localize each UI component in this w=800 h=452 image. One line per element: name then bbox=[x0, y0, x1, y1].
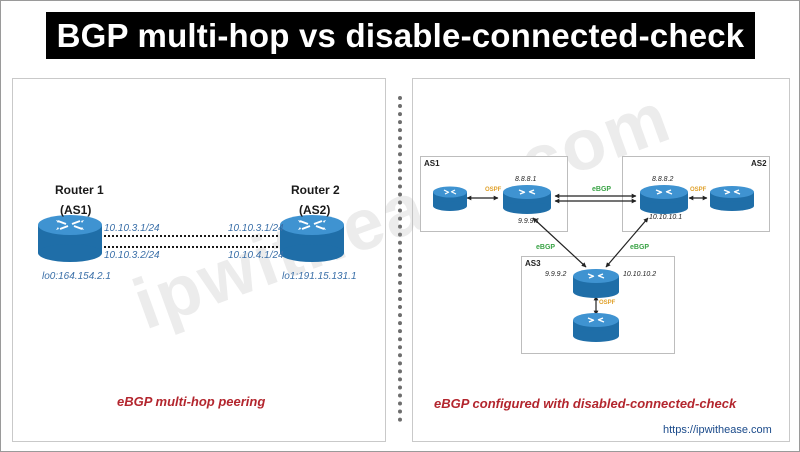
router-2-name: Router 2 bbox=[291, 183, 340, 197]
left-caption: eBGP multi-hop peering bbox=[117, 394, 266, 409]
site-url: https://ipwithease.com bbox=[663, 424, 772, 436]
as2-label: AS2 bbox=[751, 159, 767, 168]
router-1-ip-top: 10.10.3.1/24 bbox=[104, 223, 160, 234]
router-2-as: (AS2) bbox=[299, 203, 331, 217]
router-1-icon bbox=[38, 215, 102, 262]
as3-ip-1010102: 10.10.10.2 bbox=[623, 271, 657, 278]
ebgp-label-left: eBGP bbox=[536, 244, 556, 251]
as3-router-bottom-icon bbox=[573, 313, 619, 342]
as3-ospf-label: OSPF bbox=[599, 300, 616, 306]
link-ebgp-as2-as3 bbox=[605, 217, 649, 268]
as1-router-right-icon bbox=[503, 185, 551, 214]
as2-ip-8882: 8.8.8.2 bbox=[652, 176, 674, 183]
as2-router-left-icon bbox=[640, 185, 688, 214]
as1-label: AS1 bbox=[424, 159, 440, 168]
as1-ip-8881: 8.8.8.1 bbox=[515, 176, 537, 183]
right-caption: eBGP configured with disabled-connected-… bbox=[434, 396, 737, 411]
router-1-as: (AS1) bbox=[60, 203, 92, 217]
as3-ip-9992: 9.9.9.2 bbox=[545, 271, 567, 278]
router-2-icon bbox=[280, 215, 344, 262]
as2-ospf-label: OSPF bbox=[690, 187, 707, 193]
ebgp-label-top: eBGP bbox=[592, 186, 612, 193]
link-ebgp-as1-as3 bbox=[532, 217, 587, 268]
router-1-loopback: lo0:164.154.2.1 bbox=[42, 271, 111, 282]
router-2-loopback: lo1:191.15.131.1 bbox=[282, 271, 357, 282]
ebgp-label-right: eBGP bbox=[630, 244, 650, 251]
as2-router-right-icon bbox=[710, 186, 754, 211]
router-1-name: Router 1 bbox=[55, 183, 104, 197]
as3-router-top-icon bbox=[573, 269, 619, 298]
as1-router-left-icon bbox=[433, 186, 467, 211]
panel-divider bbox=[398, 96, 402, 422]
page-title: BGP multi-hop vs disable-connected-check bbox=[46, 12, 755, 59]
router-2-ip-bottom: 10.10.4.1/24 bbox=[228, 250, 284, 261]
as1-ip-9991: 9.9.9.1 bbox=[518, 218, 540, 225]
router-1-ip-bottom: 10.10.3.2/24 bbox=[104, 250, 160, 261]
as1-ospf-label: OSPF bbox=[485, 187, 502, 193]
as2-ip-1010101: 10.10.10.1 bbox=[649, 214, 683, 221]
router-2-ip-top: 10.10.3.1/24 bbox=[228, 223, 284, 234]
as3-label: AS3 bbox=[525, 259, 541, 268]
